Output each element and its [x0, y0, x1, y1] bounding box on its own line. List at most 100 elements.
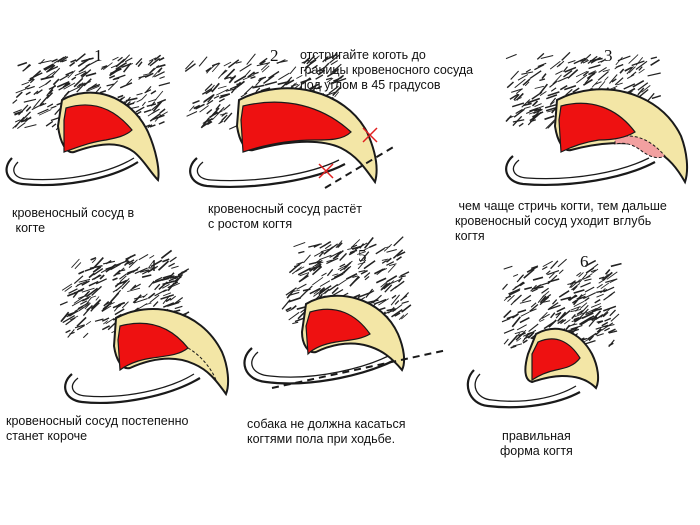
fur-stroke [62, 315, 76, 324]
fur-stroke [637, 82, 649, 91]
fur-stroke [147, 124, 153, 129]
fur-stroke [324, 244, 332, 250]
fur-stroke [71, 298, 85, 307]
panel-6-caption: правильная форма когтя [500, 429, 573, 458]
fur-stroke [33, 98, 42, 109]
fur-stroke [328, 85, 339, 95]
fur-stroke [527, 97, 541, 104]
fur-stroke [65, 317, 76, 326]
fur-stroke [615, 56, 623, 66]
fur-stroke [550, 312, 556, 319]
fur-stroke [159, 76, 165, 79]
fur-stroke [587, 263, 599, 273]
fur-stroke [134, 267, 148, 275]
fur-stroke [528, 323, 539, 333]
fur-stroke [73, 295, 85, 304]
fur-stroke [542, 290, 550, 298]
fur-stroke [160, 249, 173, 259]
fur-stroke [340, 266, 350, 275]
fur-stroke [396, 251, 406, 257]
fur-stroke [565, 324, 571, 330]
fur-stroke [521, 71, 534, 75]
fur-stroke [502, 283, 508, 291]
fur-stroke [211, 62, 221, 73]
fur-stroke [141, 270, 150, 275]
fur-stroke [157, 67, 163, 73]
fur-stroke [286, 308, 293, 313]
fur-stroke [110, 64, 119, 69]
fur-stroke [578, 308, 589, 320]
fur-stroke [609, 309, 616, 317]
fur-stroke [76, 83, 81, 88]
fur-stroke [49, 65, 59, 71]
fur-stroke [587, 70, 597, 75]
fur-stroke [330, 60, 338, 66]
fur-stroke [548, 272, 555, 279]
fur-stroke [112, 56, 119, 61]
fur-stroke [94, 318, 104, 322]
fur-stroke [90, 299, 102, 310]
fur-stroke [154, 283, 161, 291]
fur-stroke [588, 315, 595, 320]
fur-stroke [144, 72, 154, 78]
fur-stroke [549, 80, 558, 88]
fur-stroke [609, 74, 618, 84]
fur-stroke [515, 334, 523, 341]
receded-quick [614, 135, 666, 159]
fur-stroke [357, 251, 366, 255]
fur-stroke [220, 93, 231, 98]
fur-stroke [24, 124, 37, 129]
fur-stroke [309, 83, 320, 90]
fur-stroke [298, 250, 305, 254]
fur-stroke [218, 98, 225, 103]
fur [59, 249, 190, 339]
fur-stroke [503, 309, 512, 319]
fur-stroke [331, 63, 342, 73]
fur-stroke [100, 65, 108, 70]
fur-stroke [82, 304, 93, 317]
fur-stroke [569, 281, 575, 289]
fur-stroke [240, 92, 248, 98]
fur-stroke [521, 294, 532, 302]
fur-stroke [555, 311, 562, 316]
toe-pad-inner [251, 351, 397, 378]
fur-stroke [382, 282, 391, 288]
fur-stroke [82, 332, 89, 339]
fur-stroke [628, 54, 639, 64]
fur-stroke [25, 91, 31, 96]
fur-stroke [169, 295, 177, 301]
fur-stroke [650, 56, 658, 60]
fur-stroke [378, 298, 389, 306]
fur-stroke [552, 299, 558, 305]
fur-stroke [185, 60, 194, 70]
fur-stroke [303, 57, 310, 65]
fur-stroke [604, 268, 611, 275]
fur-stroke [567, 59, 576, 64]
fur-stroke [514, 78, 526, 89]
fur-stroke [192, 100, 200, 105]
fur-stroke [511, 102, 525, 108]
fur-stroke [293, 241, 306, 248]
fur-stroke [597, 60, 604, 64]
fur-stroke [224, 68, 236, 80]
fur-stroke [638, 68, 645, 74]
fur-stroke [88, 83, 101, 90]
fur-stroke [88, 272, 95, 279]
fur-stroke [256, 62, 270, 67]
fur-stroke [359, 243, 365, 249]
fur-stroke [539, 78, 546, 82]
fur-stroke [152, 114, 165, 121]
fur-stroke [391, 308, 403, 318]
fur-stroke [571, 299, 578, 304]
fur-stroke [516, 337, 522, 342]
fur-stroke [156, 63, 166, 69]
fur-stroke [236, 82, 242, 86]
fur-stroke [132, 266, 141, 273]
fur-stroke [74, 306, 84, 313]
fur-stroke [162, 292, 172, 297]
fur-stroke [570, 279, 581, 288]
fur-stroke [15, 87, 29, 94]
fur-stroke [555, 312, 561, 319]
fur-stroke [119, 82, 133, 89]
fur-stroke [247, 71, 256, 78]
